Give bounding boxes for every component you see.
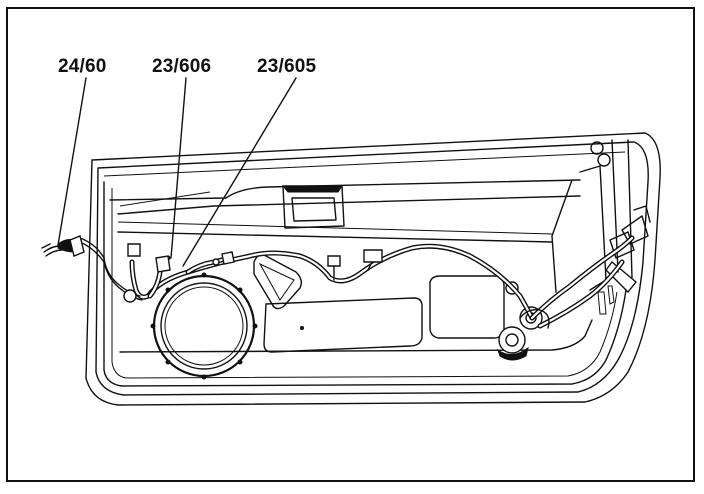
leader-lines bbox=[57, 77, 297, 267]
callout-24-60: 24/60 bbox=[58, 56, 107, 77]
leader-line-24-60 bbox=[57, 77, 87, 246]
leader-line-23-606 bbox=[170, 77, 187, 259]
door-grommet-plug bbox=[41, 235, 85, 257]
door-shell bbox=[85, 132, 661, 406]
leader-line-23-605 bbox=[182, 77, 297, 267]
callout-23-606: 23/606 bbox=[152, 56, 212, 77]
wiring-harness bbox=[79, 235, 635, 329]
upper-rail bbox=[109, 179, 581, 243]
latch-fixtures bbox=[497, 281, 543, 361]
door-handle-recess bbox=[281, 185, 345, 229]
triangular-bracket bbox=[253, 254, 303, 310]
speaker bbox=[150, 272, 258, 380]
callout-23-605: 23/605 bbox=[257, 56, 317, 77]
